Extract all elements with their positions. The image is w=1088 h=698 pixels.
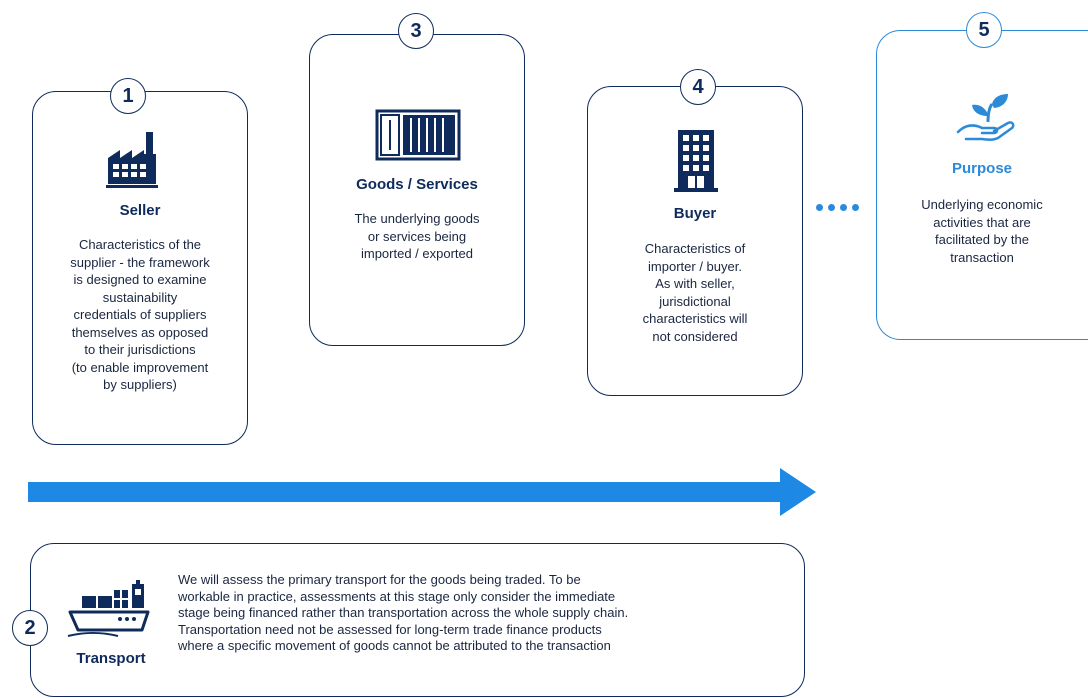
- hand-plant-icon: [956, 94, 1015, 141]
- seller-title: Seller: [119, 202, 161, 219]
- dotted-connector: [816, 204, 859, 211]
- step-4-badge: 4: [680, 69, 716, 105]
- transport-description: We will assess the primary transport for…: [178, 572, 629, 653]
- buyer-title: Buyer: [673, 205, 717, 222]
- factory-icon: [106, 132, 158, 188]
- connector-dot: [828, 204, 835, 211]
- building-icon: [674, 130, 718, 192]
- connector-dot: [840, 204, 847, 211]
- goods-services-card: [309, 34, 525, 346]
- purpose-title: Purpose: [951, 160, 1012, 177]
- step-1-badge: 1: [110, 78, 146, 114]
- cargo-ship-icon: [67, 580, 150, 637]
- flow-arrow: [28, 468, 816, 516]
- shipping-container-icon: [375, 109, 461, 161]
- step-3-badge: 3: [398, 13, 434, 49]
- purpose-card: [876, 30, 1088, 340]
- seller-card: [32, 91, 248, 445]
- connector-dot: [816, 204, 823, 211]
- transport-card: [30, 543, 805, 697]
- transport-title: Transport: [76, 650, 146, 667]
- step-5-badge: 5: [966, 12, 1002, 48]
- goods-services-title: Goods / Services: [356, 176, 478, 193]
- connector-dot: [852, 204, 859, 211]
- step-2-badge: 2: [12, 610, 48, 646]
